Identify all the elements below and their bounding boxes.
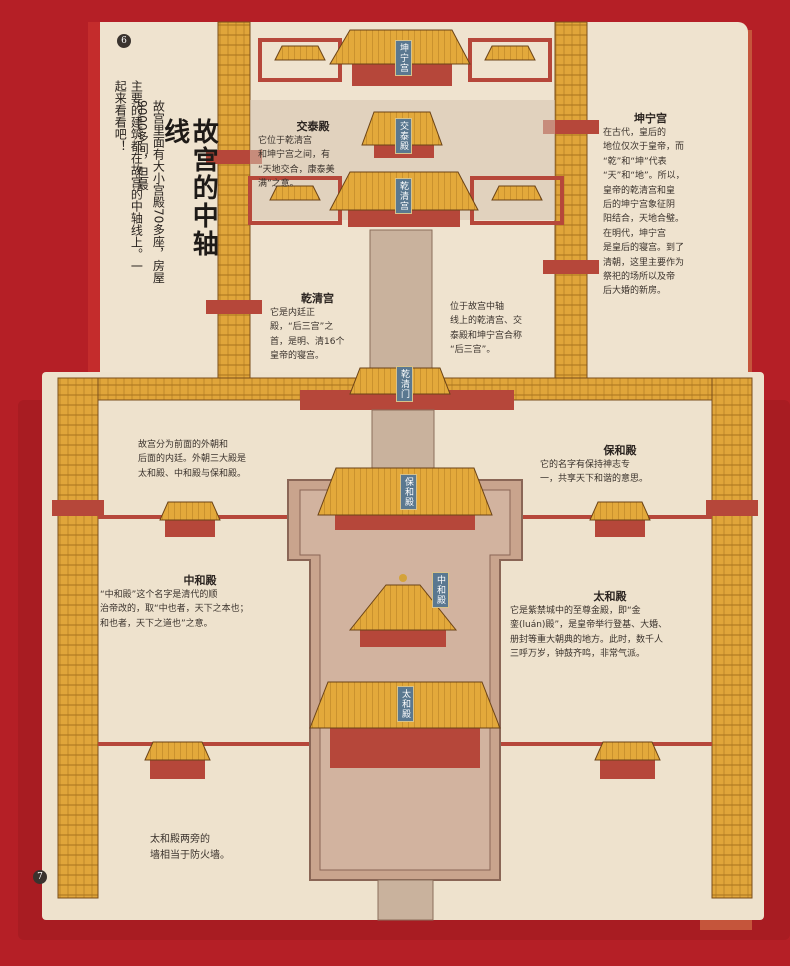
sangong-line-4: “后三宫”。 — [450, 345, 496, 356]
taihe-caption: 太和殿 它是紫禁城中的至尊金殿，即“金 銮(luán)殿”，是皇帝举行登基、大婚… — [510, 588, 710, 662]
kunning-line-12: 后大婚的新房。 — [603, 286, 667, 297]
firewall-caption: 太和殿两旁的 墙相当于防火墙。 — [150, 832, 260, 864]
jiaotai-sign: 交泰殿 — [395, 118, 412, 154]
kunning-line-9: 是皇后的寝宫。到了 — [603, 243, 685, 254]
qianqing-caption: 乾清宫 它是内廷正 殿，“后三宫”之 首，是明、清16个 皇帝的寝宫。 — [270, 290, 365, 364]
zhonghe-heading: 中和殿 — [183, 574, 217, 587]
jiaotai-line-1: 它位于乾清宫 — [258, 136, 313, 146]
outer-court-caption: 故宫分为前面的外朝和 后面的内廷。外朝三大殿是 太和殿、中和殿与保和殿。 — [138, 438, 278, 481]
zhonghe-line-2: 治帝改的，取“中也者，天下之本也； — [100, 604, 249, 615]
qianqing-line-4: 皇帝的寝宫。 — [270, 351, 325, 362]
jiaotai-line-3: “天地交合，康泰美 — [258, 164, 335, 175]
kunning-caption: 坤宁宫 在古代，皇后的 地位仅次于皇帝，而 “乾”和“坤”代表 “天”和“地”。… — [603, 110, 698, 299]
kunning-line-3: “乾”和“坤”代表 — [603, 156, 667, 167]
taihe-sign: 太和殿 — [397, 686, 414, 722]
top-page-edge — [88, 22, 100, 402]
west-corridor-top — [206, 21, 262, 383]
sangong-caption: 位于故宫中轴 线上的乾清宫、交 泰殿和坤宁宫合称 “后三宫”。 — [450, 300, 550, 358]
kunning-line-4: “天”和“地”。所以， — [603, 171, 685, 182]
baohe-heading: 保和殿 — [603, 444, 637, 457]
page-number-bottom: 7 — [33, 870, 47, 884]
outer-line-2: 后面的内廷。外朝三大殿是 — [138, 454, 247, 465]
baohe-line-1: 它的名字有保持神志专 — [540, 460, 631, 470]
kunning-line-7: 阳结合，天地合璧。 — [603, 214, 685, 225]
jiaotai-line-2: 和坤宁宫之间，有 — [258, 150, 331, 161]
outer-line-1: 故宫分为前面的外朝和 — [138, 440, 229, 450]
baohe-line-2: 一，共享天下和谐的意思。 — [540, 474, 649, 485]
side-pavilions — [144, 501, 661, 779]
firewall-line-1: 太和殿两旁的 — [150, 834, 210, 845]
zhonghe-sign: 中和殿 — [432, 572, 449, 608]
page-title: 故宫的中轴线 — [159, 118, 219, 258]
firewall-line-2: 墙相当于防火墙。 — [150, 850, 230, 861]
three-tier-platform — [287, 479, 523, 921]
zhonghe-hall — [348, 574, 458, 647]
kunning-line-11: 祭祀的场所以及帝 — [603, 271, 676, 282]
sangong-line-1: 位于故宫中轴 — [450, 302, 505, 312]
sangong-line-2: 线上的乾清宫、交 — [450, 316, 523, 327]
page-number-top: 6 — [117, 34, 131, 48]
gate-sign: 乾清门 — [396, 366, 413, 402]
taihe-line-2: 銮(luán)殿”，是皇帝举行登基、大婚、 — [510, 620, 668, 631]
kunning-line-8: 在明代，坤宁宫 — [603, 228, 667, 239]
taihe-line-3: 册封等重大朝典的地方。此时，数千人 — [510, 634, 664, 645]
kunning-heading: 坤宁宫 — [634, 112, 667, 125]
jiaotai-caption: 交泰殿 它位于乾清宫 和坤宁宫之间，有 “天地交合，康泰美 满”之意。 — [258, 118, 368, 192]
taihe-line-1: 它是紫禁城中的至尊金殿，即“金 — [510, 606, 641, 616]
outer-line-3: 太和殿、中和殿与保和殿。 — [138, 468, 247, 479]
intro-line-1: 主要的建筑都在故宫的中轴线上。一起来看看吧！ — [113, 80, 144, 272]
sangong-line-3: 泰殿和坤宁宫合称 — [450, 330, 523, 341]
zhonghe-caption: 中和殿 “中和殿”这个名字是清代的顺 治帝改的，取“中也者，天下之本也； 和也者… — [100, 572, 300, 631]
kunning-line-10: 清朝，这里主要作为 — [603, 257, 685, 268]
kunning-line-5: 皇帝的乾清宫和皇 — [603, 185, 676, 196]
taihe-line-4: 三呼万岁，钟鼓齐鸣，非常气派。 — [510, 649, 646, 660]
qianqing-heading: 乾清宫 — [301, 292, 334, 305]
qianqing-line-2: 殿，“后三宫”之 — [270, 322, 334, 333]
jiaotai-heading: 交泰殿 — [296, 120, 330, 133]
taihe-hall — [309, 681, 501, 768]
zhonghe-line-1: “中和殿”这个名字是清代的顺 — [100, 590, 218, 600]
kunning-sign: 坤宁宫 — [395, 40, 412, 76]
taihe-heading: 太和殿 — [593, 590, 627, 603]
qianqing-line-1: 它是内廷正 — [270, 308, 316, 318]
baohe-sign: 保和殿 — [400, 474, 417, 510]
baohe-caption: 保和殿 它的名字有保持神志专 一，共享天下和谐的意思。 — [540, 442, 700, 487]
kunning-line-2: 地位仅次于皇帝，而 — [603, 142, 685, 153]
qianqing-sign: 乾清宫 — [395, 178, 412, 214]
zhonghe-line-3: 和也者，天下之道也”之意。 — [100, 618, 213, 629]
jiaotai-line-4: 满”之意。 — [258, 179, 299, 190]
intro-line-2: 故宫里面有大小宫殿70多座，房屋9000多间，但最 — [135, 100, 166, 284]
kunning-line-1: 在古代，皇后的 — [603, 128, 667, 138]
qianqing-line-3: 首，是明、清16个 — [270, 336, 345, 347]
kunning-line-6: 后的坤宁宫象征阴 — [603, 199, 676, 210]
